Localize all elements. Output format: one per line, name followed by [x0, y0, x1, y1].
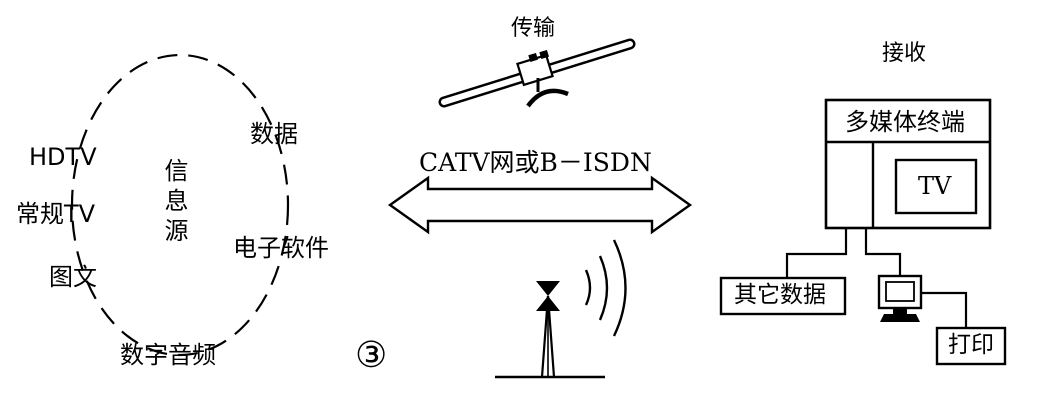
other-data-label: 其它数据 — [734, 282, 826, 308]
link-label: CATV网或B－ISDN — [419, 148, 652, 177]
source-item-data: 数据 — [250, 120, 298, 148]
reception-label: 接收 — [882, 41, 927, 66]
other-data-box — [719, 276, 847, 316]
source-item-teletext: 图文 — [49, 263, 97, 291]
source-item-digital-audio: 数字音频 — [120, 341, 216, 369]
source-item-hdtv: HDTV — [29, 143, 97, 171]
tv-screen-label: TV — [918, 172, 952, 200]
print-label: 打印 — [948, 332, 994, 358]
terminal-label: 多媒体终端 — [845, 108, 965, 136]
broadcast-tower-icon — [495, 239, 627, 379]
figure-number: ③ — [355, 335, 388, 376]
source-ring-label: 信息源 — [160, 158, 188, 248]
computer-icon — [877, 274, 923, 322]
source-item-standard-tv: 常规TV — [16, 200, 96, 228]
link-double-arrow — [387, 175, 693, 235]
source-item-software: 电子软件 — [233, 234, 329, 262]
source-dashed-ring — [70, 53, 290, 357]
print-box — [935, 326, 1007, 366]
satellite-icon — [438, 38, 636, 108]
multimedia-terminal — [824, 98, 992, 230]
transmission-label: 传输 — [511, 16, 556, 41]
terminal-connectors — [785, 228, 968, 328]
